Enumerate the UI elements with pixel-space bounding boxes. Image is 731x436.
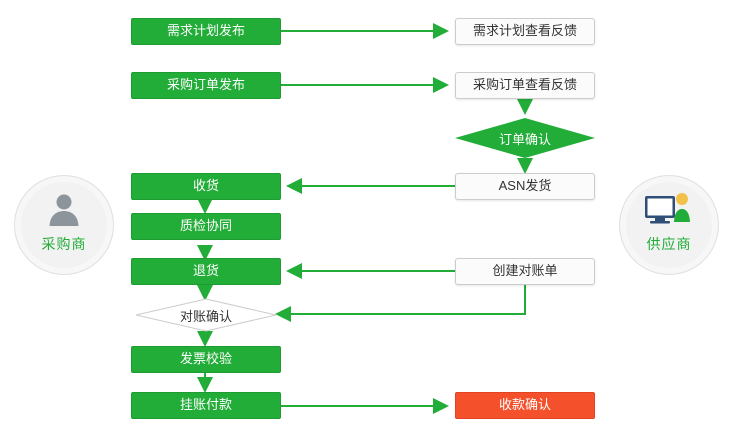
node-label: 需求计划发布 <box>166 23 245 39</box>
node-label: 订单确认 <box>498 131 551 147</box>
actor-buyer-label: 采购商 <box>41 236 87 252</box>
node-label: ASN发货 <box>498 178 552 194</box>
node-payment-receipt-confirm[interactable]: 收款确认 <box>455 392 595 419</box>
node-create-reconciliation[interactable]: 创建对账单 <box>455 258 595 285</box>
node-label: 采购订单查看反馈 <box>472 77 577 93</box>
person-computer-icon <box>643 190 695 230</box>
node-return-goods[interactable]: 退货 <box>131 258 281 285</box>
node-label: 对账确认 <box>179 308 232 324</box>
node-purchase-order-publish[interactable]: 采购订单发布 <box>131 72 281 99</box>
node-purchase-order-feedback[interactable]: 采购订单查看反馈 <box>455 72 595 99</box>
node-label: 采购订单发布 <box>166 77 245 93</box>
node-quality-inspection[interactable]: 质检协同 <box>131 213 281 240</box>
node-label: 质检协同 <box>179 218 232 234</box>
node-invoice-verification[interactable]: 发票校验 <box>131 346 281 373</box>
node-label: 收货 <box>192 178 219 194</box>
node-requirement-plan-publish[interactable]: 需求计划发布 <box>131 18 281 45</box>
node-label: 收款确认 <box>498 397 551 413</box>
actor-supplier: 供应商 <box>619 175 719 275</box>
node-reconciliation-confirm[interactable]: 对账确认 <box>135 298 277 332</box>
node-label: 发票校验 <box>179 351 232 367</box>
node-asn-shipment[interactable]: ASN发货 <box>455 173 595 200</box>
node-payment-posting[interactable]: 挂账付款 <box>131 392 281 419</box>
node-label: 退货 <box>192 263 219 279</box>
node-receive-goods[interactable]: 收货 <box>131 173 281 200</box>
node-label: 创建对账单 <box>492 263 558 279</box>
node-order-confirm[interactable]: 订单确认 <box>455 118 595 158</box>
node-requirement-plan-feedback[interactable]: 需求计划查看反馈 <box>455 18 595 45</box>
node-label: 挂账付款 <box>179 397 232 413</box>
node-label: 需求计划查看反馈 <box>472 23 577 39</box>
person-icon <box>44 190 84 230</box>
actor-supplier-label: 供应商 <box>646 236 692 252</box>
actor-buyer: 采购商 <box>14 175 114 275</box>
